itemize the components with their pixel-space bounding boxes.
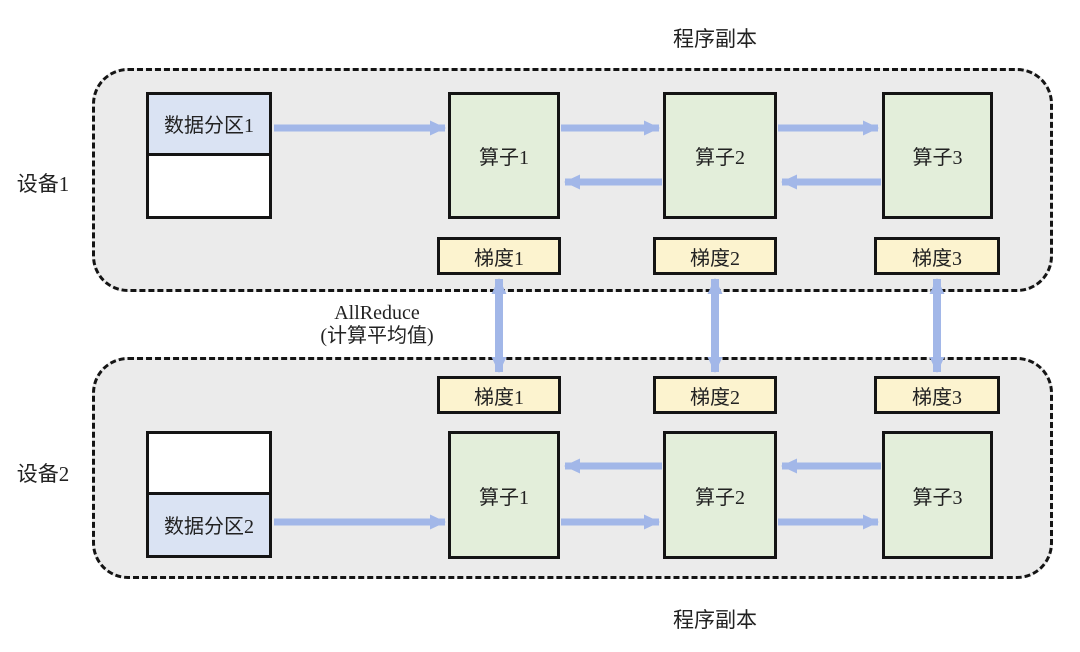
device1-operator3-box: 算子3 [882, 92, 993, 219]
allreduce-label: AllReduce (计算平均值) [287, 302, 467, 348]
device1-gradient3-box: 梯度3 [874, 237, 1000, 275]
allreduce-title: AllReduce [334, 302, 420, 324]
device2-gradient3-box: 梯度3 [874, 376, 1000, 414]
device2-operator3-box: 算子3 [882, 431, 993, 559]
program-replica-label-top: 程序副本 [673, 27, 757, 51]
device1-gradient2-box: 梯度2 [653, 237, 777, 275]
device1-data-partition-box: 数据分区1 [146, 92, 272, 219]
device1-operator1-box: 算子1 [448, 92, 560, 219]
device2-gradient2-box: 梯度2 [653, 376, 777, 414]
device1-data-partition-empty [149, 156, 269, 217]
device2-label: 设备2 [16, 462, 70, 486]
device2-operator1-box: 算子1 [448, 431, 560, 559]
device2-data-partition-box: 数据分区2 [146, 431, 272, 558]
device1-label: 设备1 [16, 172, 70, 196]
device1-data-partition-label: 数据分区1 [149, 95, 269, 156]
allreduce-subtitle: (计算平均值) [320, 325, 434, 347]
device2-gradient1-box: 梯度1 [437, 376, 561, 414]
device2-data-partition-label: 数据分区2 [149, 494, 269, 555]
device1-gradient1-box: 梯度1 [437, 237, 561, 275]
device2-operator2-box: 算子2 [663, 431, 777, 559]
program-replica-label-bottom: 程序副本 [673, 608, 757, 632]
device2-data-partition-empty [149, 434, 269, 495]
device1-operator2-box: 算子2 [663, 92, 777, 219]
